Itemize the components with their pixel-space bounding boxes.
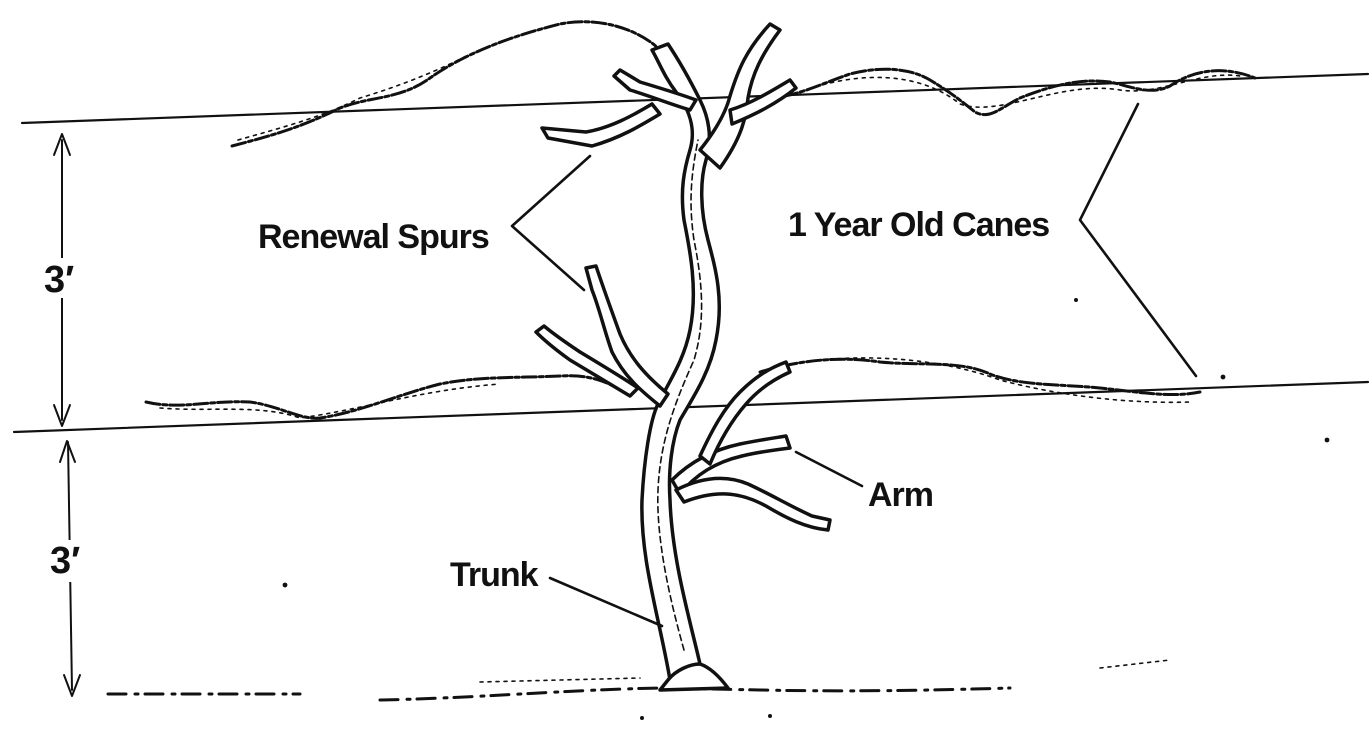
ground-line xyxy=(108,298,1329,720)
trunk-label: Trunk xyxy=(450,556,539,594)
height-dimensions: 3′ 3′ xyxy=(40,134,94,696)
trunk-leader xyxy=(550,578,662,626)
canes-leader xyxy=(1080,104,1196,376)
callout-lines xyxy=(512,104,1196,626)
arm-label: Arm xyxy=(868,476,933,514)
one-year-old-canes-label: 1 Year Old Canes xyxy=(788,206,1049,244)
arm-leader xyxy=(796,452,862,486)
renewal-spurs-leader xyxy=(512,156,590,290)
upper-height-label: 3′ xyxy=(44,259,74,301)
lower-height-label: 3′ xyxy=(50,540,80,582)
renewal-spurs-label: Renewal Spurs xyxy=(258,218,489,256)
